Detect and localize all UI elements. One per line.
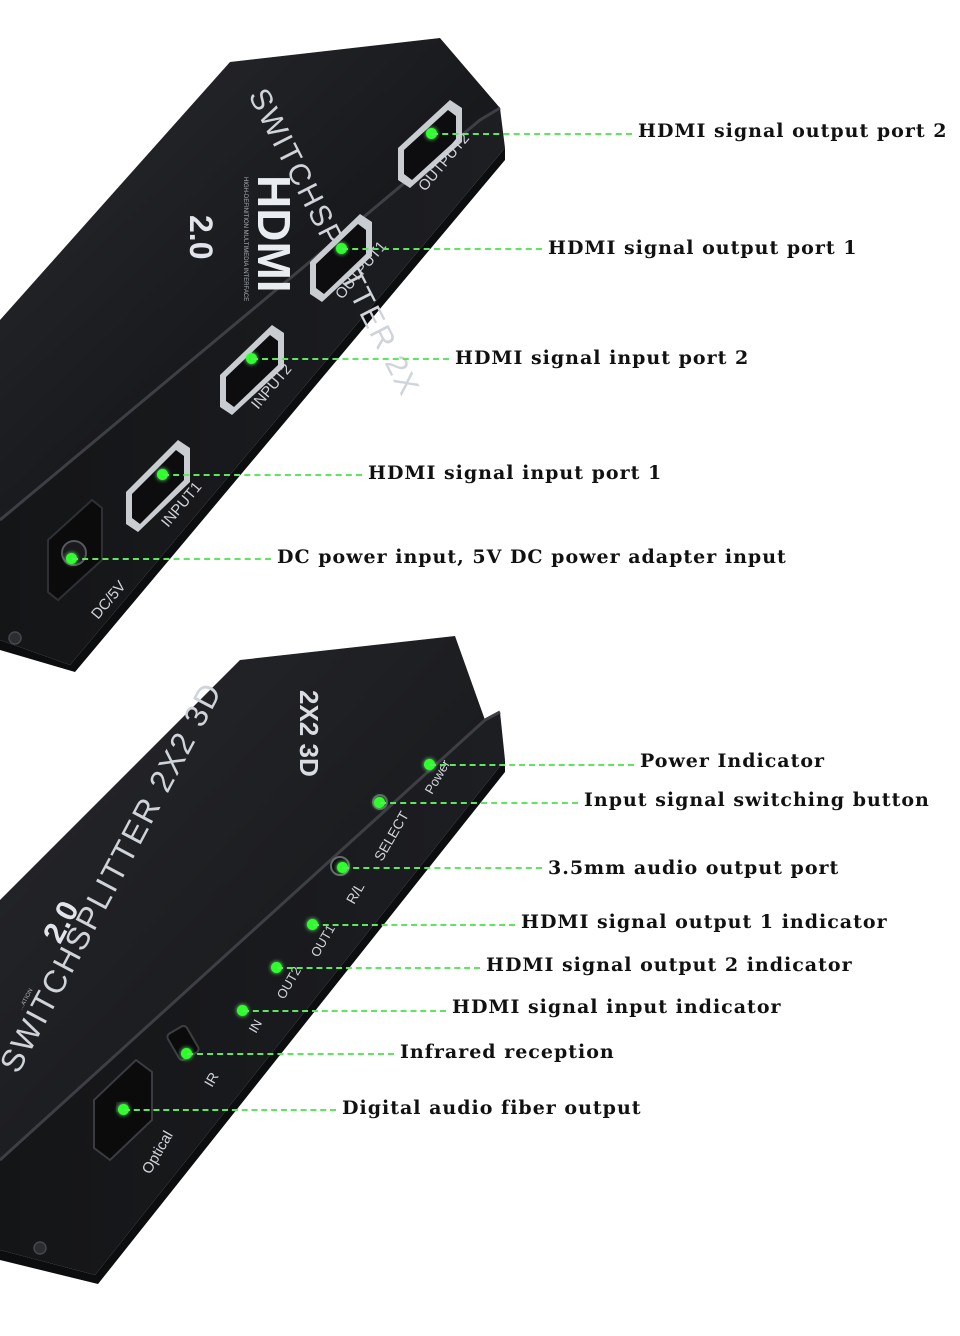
leader-line-output1 (342, 248, 542, 250)
hdmi-logo: HDMI HIGH-DEFINITION MULTIMEDIA INTERFAC… (242, 175, 300, 301)
screw-icon (8, 631, 22, 645)
callout-out1-indicator: HDMI signal output 1 indicator (521, 911, 888, 933)
ir-label: IR (201, 1069, 222, 1089)
callout-out2-indicator: HDMI signal output 2 indicator (486, 954, 853, 976)
leader-line-select (380, 802, 578, 804)
callout-dot-input2 (246, 353, 257, 364)
callout-dot-output1 (336, 243, 347, 254)
hdmi-logo-subtext: HIGH-DEFINITION MULTIMEDIA INTERFACE (242, 177, 248, 301)
leader-line-ir (187, 1053, 394, 1055)
leader-line-out2 (277, 967, 480, 969)
callout-output1: HDMI signal output port 1 (548, 237, 858, 259)
callout-input2: HDMI signal input port 2 (455, 347, 750, 369)
input2-port (220, 325, 284, 415)
device-top-top-face (0, 38, 500, 520)
callout-dot-in (237, 1005, 248, 1016)
device-top-version: 2.0 (183, 215, 219, 259)
callout-output2: HDMI signal output port 2 (638, 120, 948, 142)
callout-dot-out1 (307, 919, 318, 930)
callout-dot-audio (337, 862, 348, 873)
callout-select-button: Input signal switching button (584, 789, 930, 811)
screw-icon (33, 1241, 47, 1255)
leader-line-output2 (432, 133, 632, 135)
callout-audio-out: 3.5mm audio output port (548, 857, 840, 879)
leader-line-dc (72, 558, 271, 560)
leader-line-in (243, 1010, 446, 1012)
in-label: IN (246, 1017, 265, 1036)
leader-line-input2 (252, 358, 449, 360)
callout-dot-output2 (426, 128, 437, 139)
callout-optical: Digital audio fiber output (342, 1097, 642, 1119)
output2-port (398, 100, 462, 188)
callout-dot-select (374, 797, 385, 808)
callout-dot-power (424, 759, 435, 770)
callout-input1: HDMI signal input port 1 (368, 462, 663, 484)
callout-dot-input1 (157, 469, 168, 480)
callout-dot-out2 (271, 962, 282, 973)
hdmi-logo-text: HDMI (248, 175, 300, 293)
callout-dot-dc (66, 553, 77, 564)
device-bottom-model: 2X2 3D (294, 690, 324, 777)
output1-port (310, 214, 372, 302)
leader-line-power (430, 764, 634, 766)
leader-line-audio (343, 867, 542, 869)
callout-power-indicator: Power Indicator (640, 750, 826, 772)
callout-dc-power: DC power input, 5V DC power adapter inpu… (277, 546, 787, 568)
leader-line-optical (124, 1109, 336, 1111)
callout-dot-optical (118, 1104, 129, 1115)
leader-line-input1 (163, 474, 362, 476)
callout-ir: Infrared reception (400, 1041, 615, 1063)
callout-dot-ir (181, 1048, 192, 1059)
input1-port (126, 440, 190, 532)
leader-line-out1 (313, 924, 515, 926)
device-bottom-top-face (0, 636, 485, 1160)
callout-input-indicator: HDMI signal input indicator (452, 996, 782, 1018)
